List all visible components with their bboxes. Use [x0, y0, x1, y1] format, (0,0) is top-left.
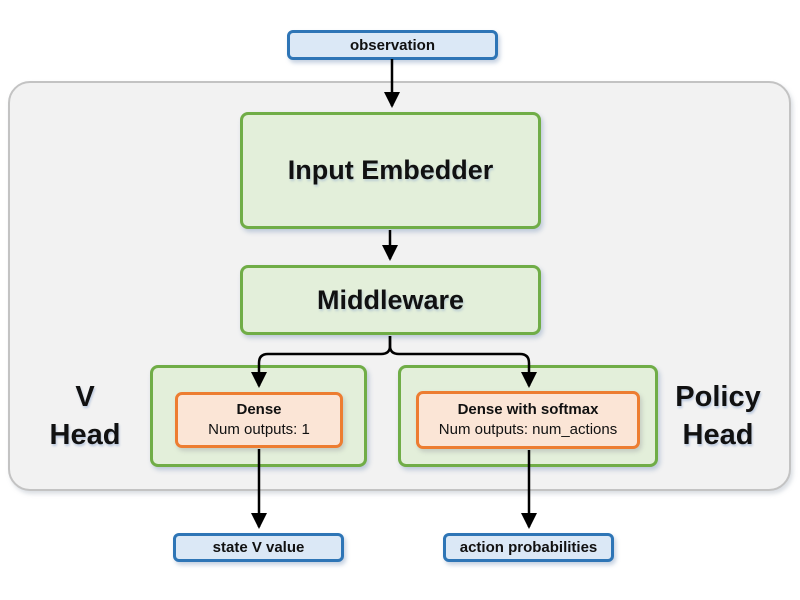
v-dense-node: Dense Num outputs: 1 — [175, 392, 343, 448]
v-dense-title: Dense — [236, 400, 282, 418]
policy-head-label: Policy Head — [675, 381, 761, 451]
arrow-middleware-to-policy-head — [388, 336, 537, 388]
v-head-label: V Head — [49, 381, 121, 451]
arrow-middleware-to-v-head — [251, 336, 392, 388]
observation-node: observation — [287, 30, 498, 60]
input-embedder-label: Input Embedder — [287, 155, 494, 185]
action-probabilities-label: action probabilities — [459, 539, 598, 556]
input-embedder-node: Input Embedder — [240, 112, 541, 229]
middleware-node: Middleware — [240, 265, 541, 335]
v-dense-subtitle: Num outputs: 1 — [208, 421, 310, 438]
state-v-value-node: state V value — [173, 533, 344, 562]
policy-dense-node: Dense with softmax Num outputs: num_acti… — [416, 391, 640, 449]
policy-dense-title: Dense with softmax — [457, 400, 599, 418]
middleware-label: Middleware — [316, 284, 465, 315]
state-v-value-label: state V value — [212, 539, 305, 556]
action-probabilities-node: action probabilities — [443, 533, 614, 562]
policy-dense-subtitle: Num outputs: num_actions — [438, 421, 618, 438]
observation-label: observation — [349, 36, 436, 54]
